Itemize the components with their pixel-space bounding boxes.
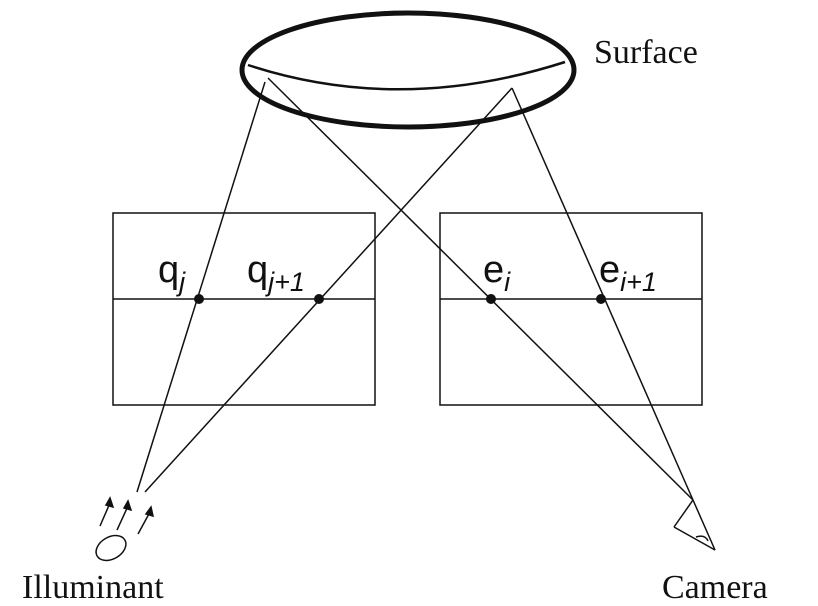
ray-ei1 [511, 87, 694, 501]
ray-qj1 [144, 87, 513, 493]
camera-plane [439, 212, 703, 406]
label-qj1: qj+1 [247, 249, 305, 297]
point-qj [194, 294, 204, 304]
point-ei [486, 294, 496, 304]
camera-label: Camera [662, 569, 768, 606]
camera [673, 499, 716, 551]
illuminant [95, 496, 155, 562]
projector-plane [112, 212, 376, 406]
surface-label: Surface [594, 34, 698, 71]
label-ei: ei [483, 249, 511, 297]
ray-ei [267, 77, 694, 501]
point-qj1 [314, 294, 324, 304]
label-ei1: ei+1 [599, 249, 657, 297]
projector-plane-frame [112, 212, 376, 406]
light-arrows-icon [99, 496, 155, 535]
camera-plane-frame [439, 212, 703, 406]
camera-icon [673, 499, 716, 551]
camera-rays [267, 77, 694, 501]
illuminant-bulb-icon [95, 534, 127, 562]
illuminant-rays [136, 81, 513, 493]
surface-ellipse [239, 10, 577, 130]
label-qj: qj [158, 249, 186, 297]
ray-qj [136, 81, 266, 493]
point-ei1 [596, 294, 606, 304]
surface-inner-curve [247, 60, 566, 91]
illuminant-label: Illuminant [22, 569, 164, 606]
surface [239, 10, 577, 130]
